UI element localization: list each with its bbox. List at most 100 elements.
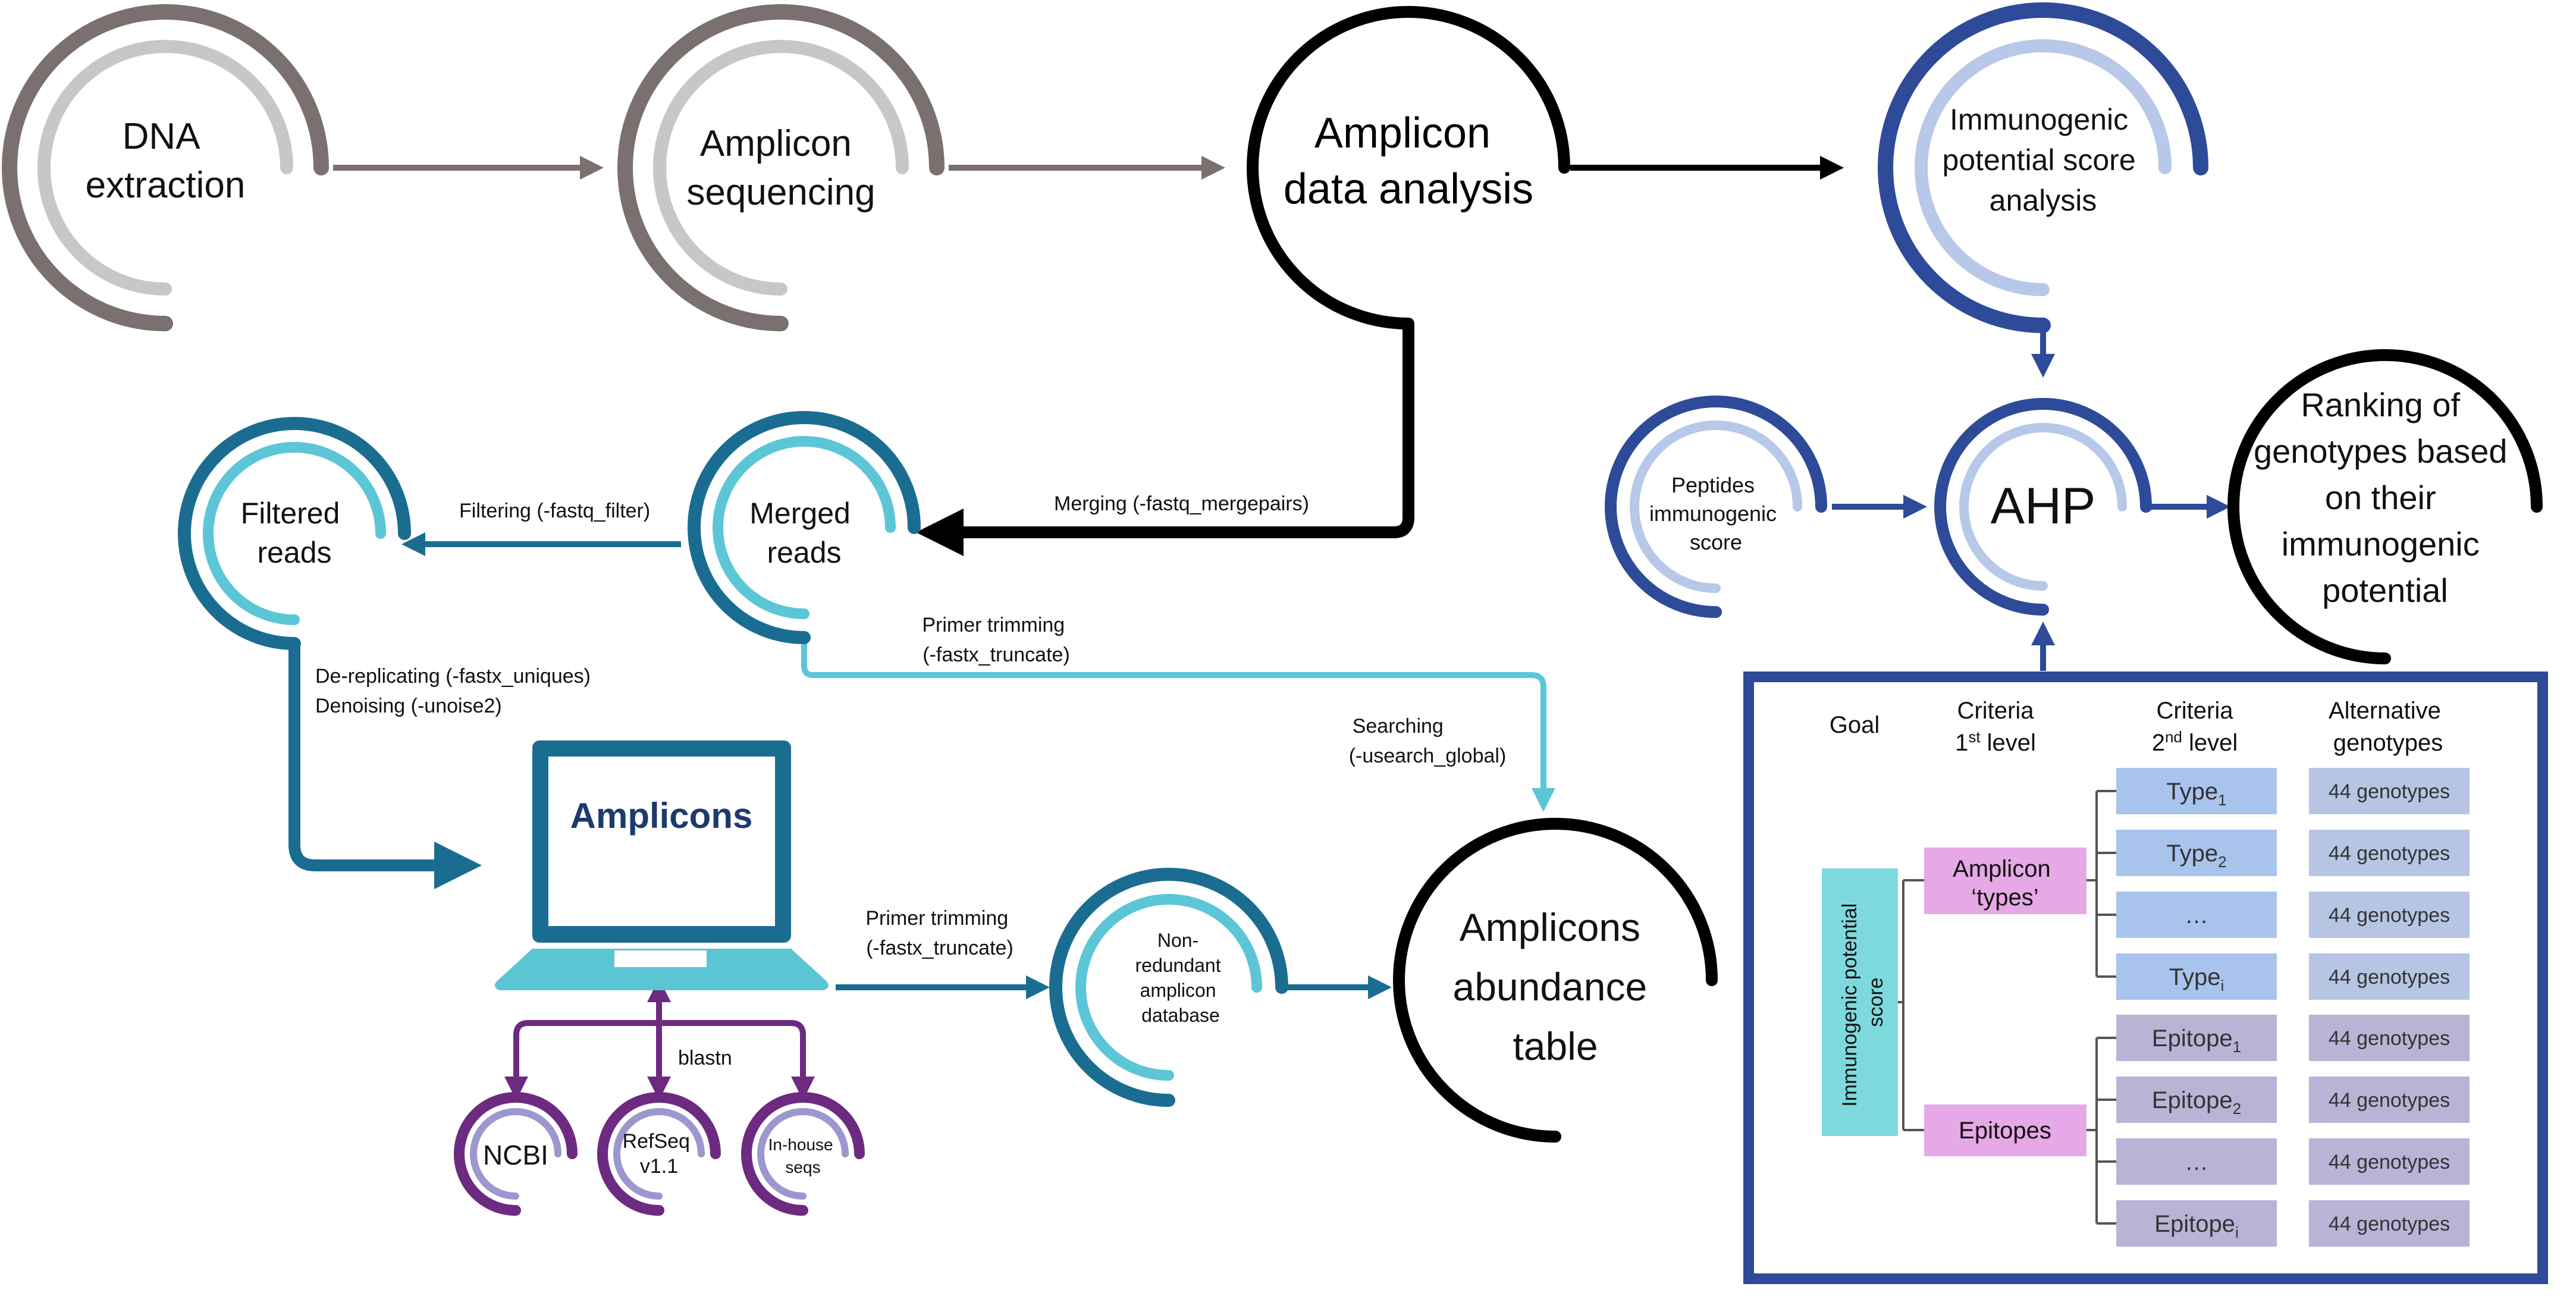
- node-ips-line-3: analysis: [1990, 184, 2097, 217]
- node-nrdb-line-1: Non-: [1157, 930, 1198, 951]
- node-ranking-line-5: potential: [2322, 572, 2448, 609]
- alternative-box: 44 genotypes: [2309, 1138, 2470, 1185]
- svg-text:Merged reads: Merged reads: [749, 497, 858, 569]
- node-seq-line-2: sequencing: [686, 172, 875, 213]
- criteria2-label: …: [2185, 1149, 2208, 1175]
- node-filtered-reads: Filtered reads: [178, 417, 411, 650]
- criteria2-label: Type1: [2166, 779, 2226, 809]
- node-peptides-immunogenic-score: Peptides immunogenic score: [1605, 396, 1827, 618]
- goal-box-line-2: score: [1865, 977, 1887, 1027]
- node-abundance-line-2: abundance: [1453, 965, 1648, 1009]
- label-dereplicating: De-replicating (-fastx_uniques): [315, 665, 591, 688]
- alternative-label: 44 genotypes: [2329, 1089, 2450, 1112]
- node-filtered-line-1: Filtered: [241, 497, 340, 530]
- alternative-box: 44 genotypes: [2309, 953, 2470, 1000]
- svg-text:Criteria: Criteria: [1957, 698, 2035, 724]
- svg-text:Searching (-usearch_glob: Searching (-usearch_global): [1349, 715, 1507, 767]
- svg-text:RefSeq v1.1: RefSeq v1.1: [623, 1130, 696, 1178]
- goal-box-line-1: Immunogenic potential: [1838, 903, 1861, 1107]
- label-denoising: Denoising (-unoise2): [315, 695, 502, 717]
- connectors: [288, 156, 2230, 1100]
- node-filtered-line-2: reads: [257, 536, 331, 569]
- criteria1-epitopes: Epitopes: [1924, 1104, 2086, 1156]
- edge-labels: Merging (-fastq_mergepairs) Filtering (-…: [315, 492, 1506, 1069]
- node-abundance-line-3: table: [1513, 1024, 1598, 1068]
- criteria2-box: Epitopei: [2116, 1200, 2277, 1247]
- header-criteria2-line-1: Criteria: [2157, 698, 2234, 724]
- svg-text:Amplicons abundance: Amplicons abundance table: [1453, 905, 1658, 1068]
- header-alternatives-line-1: Alternative: [2329, 698, 2441, 724]
- criteria2-box: Type1: [2116, 768, 2277, 814]
- node-refseq-line-2: v1.1: [640, 1155, 678, 1178]
- node-nrdb-line-2: redundant: [1135, 955, 1220, 976]
- node-dna-extraction: DNA extraction: [2, 4, 329, 331]
- node-nrdb-line-3: amplicon: [1140, 980, 1216, 1001]
- node-amplicon-data-analysis: Amplicon data analysis: [1247, 6, 1570, 330]
- svg-text:Ranking of genotypes bas: Ranking of genotypes based on their immu…: [2254, 386, 2517, 609]
- criteria1-amplicon-types: Amplicon ‘types’: [1924, 848, 2086, 914]
- node-ips-line-1: Immunogenic: [1950, 103, 2128, 136]
- svg-text:DNA extraction: DNA extraction: [86, 116, 246, 206]
- alternative-box: 44 genotypes: [2309, 768, 2470, 814]
- label-merging: Merging (-fastq_mergepairs): [1054, 492, 1309, 515]
- svg-text:2nd level: 2nd level: [2152, 728, 2238, 756]
- node-non-redundant-amplicon-database: Non- redundant amplicon database: [1049, 868, 1288, 1107]
- arrow-filtered-to-laptop: [288, 642, 482, 889]
- svg-text:Amplicon data analysis: Amplicon data analysis: [1284, 109, 1533, 213]
- svg-text:Amplicon ‘types’: Amplicon ‘types’: [1953, 856, 2057, 911]
- svg-text:Alternative genotypes: Alternative genotypes: [2329, 698, 2448, 756]
- alternative-label: 44 genotypes: [2329, 1027, 2450, 1050]
- criteria2-rows: Type1Type2…TypeiEpitope1Epitope2…Epitope…: [2116, 768, 2277, 1247]
- header-criteria2-line-2: 2nd level: [2152, 728, 2238, 756]
- node-ahp: AHP: [1934, 398, 2152, 616]
- header-criteria1-line-2: 1st level: [1955, 728, 2036, 756]
- goal-box: Immunogenic potential score: [1822, 868, 1898, 1136]
- node-peptides-line-2: immunogenic: [1649, 501, 1777, 526]
- node-dna-line-1: DNA: [123, 116, 201, 157]
- ahp-hierarchy-panel: Goal Criteria 1st level Criteria 2nd lev…: [1743, 671, 2548, 1284]
- svg-text:Amplicons: Amplicons: [570, 796, 753, 836]
- arrow-laptop-to-inhouse: [659, 1020, 815, 1100]
- node-amplicons-abundance-table: Amplicons abundance table: [1393, 818, 1718, 1143]
- svg-text:1st level: 1st level: [1955, 728, 2036, 756]
- node-ada-line-2: data analysis: [1284, 165, 1533, 213]
- svg-text:blastn: blastn: [678, 1047, 732, 1069]
- node-amplicon-sequencing: Amplicon sequencing: [617, 4, 945, 331]
- criteria2-box: Typei: [2116, 953, 2277, 1000]
- svg-text:Filtering (-fastq_filter): Filtering (-fastq_filter): [459, 500, 650, 522]
- label-searching-line-2: (-usearch_global): [1349, 745, 1507, 767]
- node-ips-line-2: potential score: [1942, 143, 2135, 177]
- node-ranking-line-4: immunogenic: [2282, 525, 2480, 563]
- svg-text:Peptides immunogenic: Peptides immunogenic score: [1649, 473, 1783, 554]
- criteria2-box: …: [2116, 1138, 2277, 1185]
- node-ranking-line-2: genotypes based: [2254, 432, 2508, 470]
- svg-text:In-house seqs: In-house seqs: [768, 1135, 838, 1176]
- alternative-box: 44 genotypes: [2309, 1200, 2470, 1247]
- node-refseq: RefSeq v1.1: [597, 1092, 721, 1216]
- label-blastn: blastn: [678, 1047, 732, 1069]
- node-inhouse-line-2: seqs: [785, 1158, 820, 1176]
- label-primer-top-line-1: Primer trimming: [922, 614, 1065, 636]
- node-ranking-of-genotypes: Ranking of genotypes based on their immu…: [2227, 349, 2543, 664]
- svg-text:Amplicon sequencing: Amplicon sequencing: [686, 123, 875, 213]
- svg-text:Immunogenic potential sc: Immunogenic potential score analysis: [1942, 103, 2144, 217]
- node-abundance-line-1: Amplicons: [1460, 905, 1640, 949]
- alternative-box: 44 genotypes: [2309, 892, 2470, 938]
- alternative-label: 44 genotypes: [2329, 1213, 2450, 1235]
- node-nrdb-line-4: database: [1141, 1005, 1220, 1026]
- laptop-label: Amplicons: [570, 796, 753, 836]
- svg-text:Non- redundant amp: Non- redundant amplicon database: [1135, 930, 1226, 1026]
- laptop-icon: Amplicons: [494, 740, 829, 990]
- arrow-merged-to-abundance: [801, 638, 1555, 812]
- node-merged-line-2: reads: [767, 536, 841, 569]
- label-primer-bottom-line-2: (-fastx_truncate): [866, 937, 1014, 959]
- node-merged-reads: Merged reads: [688, 411, 921, 644]
- svg-text:De-replicating (-fastx_uniques: De-replicating (-fastx_uniques) Denoisin…: [315, 665, 596, 717]
- criteria2-box: Epitope1: [2116, 1015, 2277, 1061]
- node-ahp-label: AHP: [1991, 478, 2096, 535]
- criteria2-box: …: [2116, 892, 2277, 938]
- node-inhouse-line-1: In-house: [768, 1135, 833, 1154]
- alternative-box: 44 genotypes: [2309, 830, 2470, 876]
- criteria2-label: Typei: [2169, 964, 2224, 994]
- node-peptides-line-1: Peptides: [1671, 473, 1755, 497]
